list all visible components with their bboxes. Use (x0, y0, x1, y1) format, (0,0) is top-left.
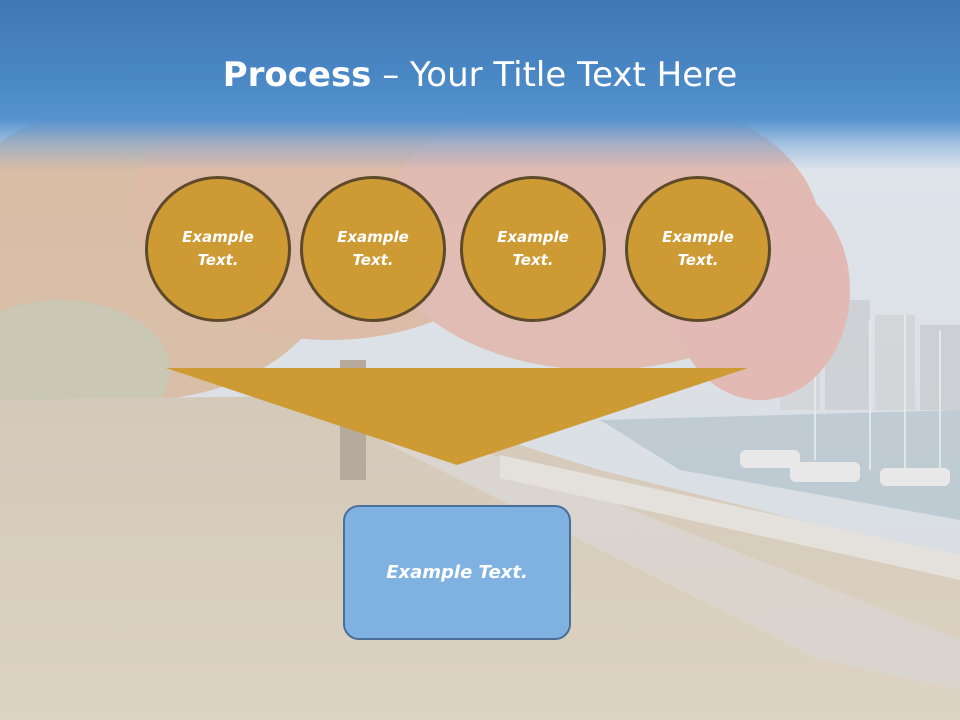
process-circle-label: Example Text. (337, 228, 409, 269)
process-circle-4: Example Text. (625, 176, 771, 322)
process-circle-label: Example Text. (662, 228, 734, 269)
result-label: Example Text. (386, 562, 528, 583)
title-band (0, 0, 960, 170)
title-bold: Process (222, 55, 372, 95)
process-circle-1: Example Text. (145, 176, 291, 322)
title-rest: – Your Title Text Here (371, 55, 738, 95)
process-circle-label: Example Text. (182, 228, 254, 269)
process-circle-3: Example Text. (460, 176, 606, 322)
process-circle-2: Example Text. (300, 176, 446, 322)
process-circle-label: Example Text. (497, 228, 569, 269)
slide-title: Process – Your Title Text Here (0, 52, 960, 98)
result-box: Example Text. (343, 505, 571, 640)
